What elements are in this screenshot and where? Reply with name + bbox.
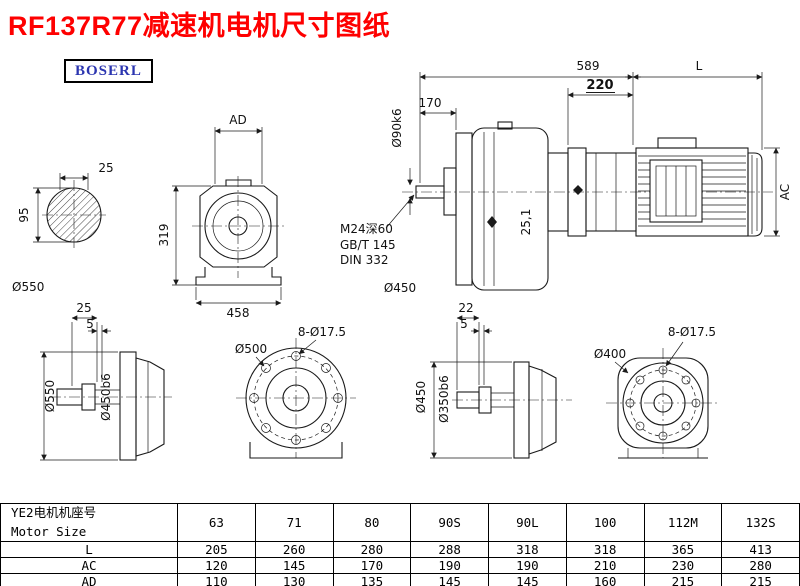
size-header: 112M xyxy=(643,503,723,542)
page-title: RF137R77减速机电机尺寸图纸 xyxy=(8,11,391,41)
table-cell: 145 xyxy=(488,573,567,586)
table-row-L: L 205 260 280 288 318 318 365 413 xyxy=(0,541,800,558)
table-corner-cell: YE2电机机座号 Motor Size xyxy=(0,503,178,542)
table-cell: 288 xyxy=(410,541,489,558)
dim-589: 589 xyxy=(577,59,600,73)
table-cell: 190 xyxy=(410,557,489,574)
size-header: 90S xyxy=(410,503,489,542)
dim-section-height: 95 xyxy=(17,207,31,222)
dim-ac: AC xyxy=(778,184,792,200)
dim-thread: M24深60 xyxy=(340,222,393,236)
table-cell: 205 xyxy=(177,541,256,558)
table-cell: 318 xyxy=(565,541,645,558)
table-cell: 130 xyxy=(254,573,334,586)
dim-fr-400: Ø400 xyxy=(594,347,626,361)
table-cell: 280 xyxy=(721,557,800,574)
table-cell: 145 xyxy=(410,573,489,586)
dim-ad: AD xyxy=(229,113,246,127)
table-cell: 215 xyxy=(643,573,723,586)
flange-view-500: 8-Ø17.5 Ø500 xyxy=(235,325,356,459)
technical-drawing: 25 95 Ø550 AD 319 xyxy=(12,59,792,461)
dim-key-25-1: 25,1 xyxy=(519,209,533,236)
shaft-section-view: 25 95 Ø550 xyxy=(12,161,114,294)
dim-220: 220 xyxy=(586,78,613,93)
dim-170: 170 xyxy=(419,96,442,110)
corner-line-cn: YE2电机机座号 xyxy=(11,505,97,521)
dimension-table: YE2电机机座号 Motor Size 63 71 80 90S 90L 100… xyxy=(0,503,800,586)
dim-458: 458 xyxy=(227,306,250,320)
dim-fl-500: Ø500 xyxy=(235,342,267,356)
dim-section-width: 25 xyxy=(98,161,113,175)
dim-fl-holes: 8-Ø17.5 xyxy=(298,325,346,339)
dim-bm-22: 22 xyxy=(458,301,473,315)
table-cell: 135 xyxy=(332,573,412,586)
table-row-AC: AC 120 145 170 190 190 210 230 280 xyxy=(0,557,800,574)
table-row-AD: AD 110 130 135 145 145 160 215 215 xyxy=(0,573,800,586)
table-cell: 190 xyxy=(488,557,567,574)
size-header: 80 xyxy=(332,503,412,542)
size-header: 71 xyxy=(254,503,334,542)
bottom-left-output-view: 25 5 Ø550 Ø450b6 xyxy=(40,301,172,461)
size-header: 63 xyxy=(177,503,256,542)
row-label: L xyxy=(0,541,178,558)
dim-bm-350b6: Ø350b6 xyxy=(437,375,451,423)
table-cell: 160 xyxy=(565,573,645,586)
dim-bl-5: 5 xyxy=(86,317,94,331)
table-cell: 318 xyxy=(488,541,567,558)
reducer-side-view: 589 L 220 170 Ø90k6 M24深60 GB/T 145 DIN … xyxy=(340,59,792,295)
dim-bm-5: 5 xyxy=(460,317,468,331)
dim-l: L xyxy=(696,59,703,73)
dim-bm-450: Ø450 xyxy=(414,381,428,413)
dim-fr-holes: 8-Ø17.5 xyxy=(668,325,716,339)
table-cell: 260 xyxy=(254,541,334,558)
brand-logo: BOSERL xyxy=(64,59,153,83)
row-label: AD xyxy=(0,573,178,586)
dim-std-gbt: GB/T 145 xyxy=(340,238,396,252)
gearbox-front-view: AD 319 458 xyxy=(157,113,284,320)
flange-view-400: 8-Ø17.5 Ø400 xyxy=(594,325,720,459)
bolt-holes xyxy=(249,351,343,445)
corner-line-en: Motor Size xyxy=(11,523,87,539)
dim-bl-25: 25 xyxy=(76,301,91,315)
dim-section-diameter: Ø550 xyxy=(12,280,44,294)
table-cell: 280 xyxy=(332,541,412,558)
dim-319: 319 xyxy=(157,224,171,247)
bottom-middle-output-view: 22 5 Ø450 Ø350b6 xyxy=(414,301,572,459)
table-cell: 215 xyxy=(721,573,800,586)
table-cell: 230 xyxy=(643,557,723,574)
row-label: AC xyxy=(0,557,178,574)
size-header: 90L xyxy=(488,503,567,542)
table-cell: 145 xyxy=(254,557,334,574)
table-cell: 170 xyxy=(332,557,412,574)
table-header-row: YE2电机机座号 Motor Size 63 71 80 90S 90L 100… xyxy=(0,503,800,542)
table-cell: 210 xyxy=(565,557,645,574)
dim-shaft-diameter: Ø90k6 xyxy=(390,108,404,147)
size-header: 100 xyxy=(565,503,645,542)
bolt-holes xyxy=(625,365,701,441)
table-cell: 110 xyxy=(177,573,256,586)
table-cell: 365 xyxy=(643,541,723,558)
dim-bl-450b6: Ø450b6 xyxy=(99,373,113,421)
table-cell: 120 xyxy=(177,557,256,574)
dim-std-din: DIN 332 xyxy=(340,253,388,267)
dim-bl-550: Ø550 xyxy=(43,380,57,412)
dim-flange-450: Ø450 xyxy=(384,281,416,295)
table-cell: 413 xyxy=(721,541,800,558)
size-header: 132S xyxy=(721,503,800,542)
